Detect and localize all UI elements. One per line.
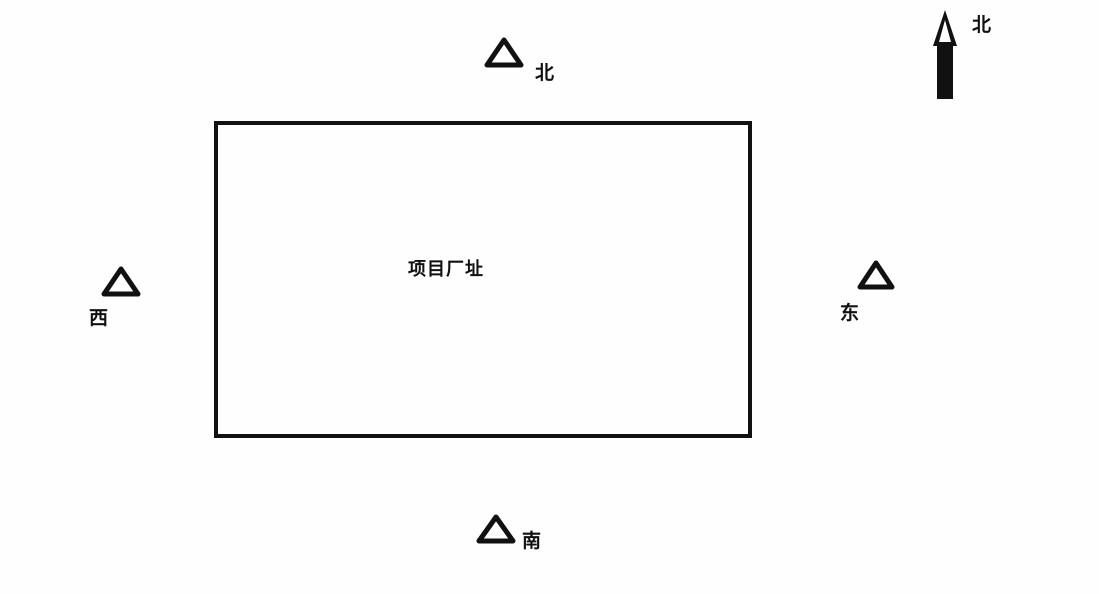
west-point-triangle-icon bbox=[101, 265, 141, 299]
compass-north-label: 北 bbox=[972, 14, 992, 36]
west-point-label: 西 bbox=[89, 307, 109, 329]
north-point-triangle-icon bbox=[484, 36, 524, 70]
north-arrow-compass: 北 bbox=[930, 8, 1000, 103]
south-point-triangle-icon bbox=[476, 513, 516, 547]
north-point-label: 北 bbox=[535, 62, 555, 84]
project-site-label: 项目厂址 bbox=[408, 259, 484, 280]
project-site-boundary bbox=[214, 121, 752, 438]
east-point-label: 东 bbox=[840, 302, 860, 324]
east-point-triangle-icon bbox=[856, 259, 896, 293]
north-arrow-icon bbox=[933, 10, 957, 99]
south-point-label: 南 bbox=[522, 530, 542, 552]
